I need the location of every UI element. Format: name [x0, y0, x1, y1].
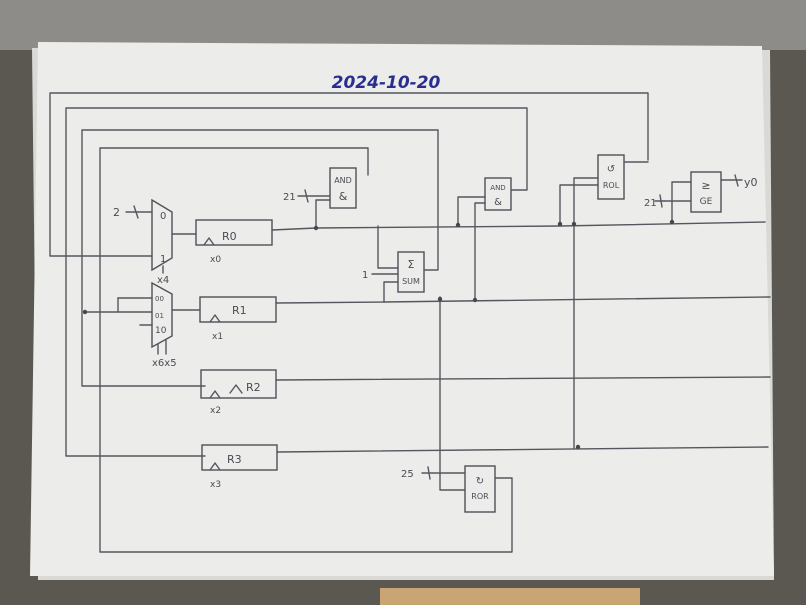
ge-block-output: y0 — [744, 176, 758, 189]
ge-block-bottom: GE — [700, 197, 713, 207]
rol-block-top: ↺ — [607, 164, 615, 175]
register-r1: R1 x1 — [199, 296, 277, 342]
wooden-edge — [380, 588, 640, 605]
multiplexer-0: 0 1 2 x4 — [113, 198, 173, 286]
feedback-wires — [49, 92, 649, 553]
mux1-select-label: x6x5 — [152, 358, 177, 369]
and-gate-1-const: 21 — [283, 192, 296, 203]
mux0-in0-label: 0 — [160, 211, 166, 222]
rol-block: ↺ ROL — [597, 154, 649, 200]
ror-block-top: ↻ — [476, 476, 484, 487]
mux0-const-input: 2 — [113, 206, 120, 219]
register-r0-enable: x0 — [210, 255, 221, 265]
register-r0-label: R0 — [222, 230, 237, 243]
and-gate-2: AND & — [484, 177, 512, 211]
sum-block-const: 1 — [362, 270, 368, 281]
ge-block: ≥ GE 21 y0 — [644, 171, 758, 213]
multiplexer-1: 00 01 10 x6x5 — [151, 281, 177, 369]
ror-block-bottom: ROR — [471, 492, 489, 501]
register-r2-enable: x2 — [210, 406, 221, 416]
data-wires — [84, 177, 771, 491]
and-gate-1-top: AND — [334, 176, 352, 185]
register-r1-label: R1 — [232, 304, 247, 317]
paper-sheet — [30, 42, 774, 576]
register-r2-label: R2 — [246, 381, 261, 394]
and-gate-2-top: AND — [490, 184, 505, 192]
sum-block-bottom: SUM — [402, 277, 420, 286]
mux1-in01-label: 01 — [155, 312, 164, 320]
and-gate-1-bottom: & — [339, 190, 348, 203]
mux1-in00-label: 00 — [155, 295, 164, 303]
and-gate-1: AND & 21 — [283, 167, 357, 209]
ror-block-const: 25 — [401, 469, 414, 480]
register-r3-label: R3 — [227, 453, 242, 466]
ge-block-const: 21 — [644, 198, 657, 209]
mux1-in10-label: 10 — [155, 326, 167, 336]
mux0-in1-label: 1 — [160, 254, 166, 265]
register-r3: R3 x3 — [201, 444, 278, 490]
junction-dots — [82, 219, 675, 450]
ge-block-top: ≥ — [701, 179, 710, 192]
wall-background — [0, 0, 806, 50]
register-r2: R2 x2 — [200, 369, 277, 416]
register-r1-enable: x1 — [212, 332, 223, 342]
sum-block: Σ SUM 1 — [362, 251, 425, 293]
ror-block: ↻ ROR 25 — [401, 465, 496, 513]
register-r3-enable: x3 — [210, 480, 221, 490]
register-r0: R0 x0 — [195, 219, 273, 265]
rol-block-bottom: ROL — [603, 181, 620, 190]
date-heading: 2024-10-20 — [332, 73, 441, 93]
and-gate-2-bottom: & — [494, 197, 502, 208]
mux0-select-label: x4 — [157, 275, 169, 286]
sum-block-top: Σ — [408, 258, 415, 271]
